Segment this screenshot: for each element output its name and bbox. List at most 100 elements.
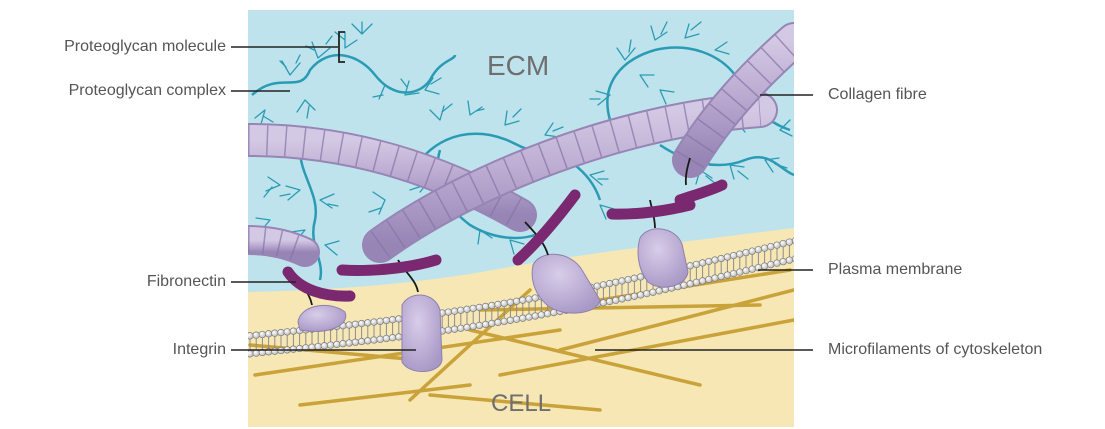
lipid-head (476, 322, 483, 329)
lipid-head (290, 346, 297, 353)
lipid-head (365, 337, 372, 344)
lipid-head (389, 334, 396, 341)
lipid-head (321, 343, 328, 350)
lipid-head (470, 305, 477, 312)
lipid-head (464, 324, 471, 331)
lipid-head (768, 243, 775, 250)
lipid-head (389, 316, 396, 323)
lipid-head (706, 276, 713, 283)
lipid-head (358, 338, 365, 345)
lipid-head (724, 272, 731, 279)
lipid-head (520, 315, 527, 322)
lipid-head (737, 251, 744, 258)
lipid-head (482, 321, 489, 328)
lipid-head (544, 310, 551, 317)
lipid-head (253, 332, 260, 339)
label-collagen-fibre: Collagen fibre (828, 86, 927, 104)
lipid-head (724, 254, 731, 261)
lipid-head (526, 314, 533, 321)
lipid-head (451, 326, 458, 333)
lipid-head (352, 339, 359, 346)
lipid-head (780, 258, 787, 265)
lipid-head (706, 258, 713, 265)
lipid-head (625, 276, 632, 283)
lipid-head (501, 318, 508, 325)
lipid-head (625, 294, 632, 301)
lipid-head (743, 249, 750, 256)
lipid-head (749, 248, 756, 255)
lipid-head (761, 263, 768, 270)
lipid-head (520, 297, 527, 304)
lipid-head (786, 239, 793, 246)
lipid-head (532, 295, 539, 302)
lipid-head (699, 278, 706, 285)
lipid-head (451, 308, 458, 315)
lipid-head (712, 275, 719, 282)
lipid-head (600, 282, 607, 289)
cell-region-label: CELL (491, 390, 551, 418)
lipid-head (749, 266, 756, 273)
lipid-head (532, 313, 539, 320)
lipid-head (346, 340, 353, 347)
lipid-head (613, 279, 620, 286)
lipid-head (272, 330, 279, 337)
lipid-head (513, 316, 520, 323)
lipid-head (476, 304, 483, 311)
lipid-head (681, 282, 688, 289)
lipid-head (272, 348, 279, 355)
ecm-region-label: ECM (487, 50, 549, 82)
lipid-head (606, 280, 613, 287)
lipid-head (247, 350, 254, 357)
lipid-head (718, 273, 725, 280)
lipid-head (619, 296, 626, 303)
label-plasma-membrane: Plasma membrane (828, 261, 962, 279)
lipid-head (730, 270, 737, 277)
label-proteoglycan-complex: Proteoglycan complex (69, 82, 226, 100)
lipid-head (780, 240, 787, 247)
lipid-head (761, 245, 768, 252)
lipid-head (693, 261, 700, 268)
label-fibronectin: Fibronectin (147, 273, 226, 291)
lipid-head (458, 307, 465, 314)
lipid-head (507, 317, 514, 324)
lipid-head (365, 319, 372, 326)
lipid-head (340, 340, 347, 347)
lipid-head (513, 298, 520, 305)
label-proteoglycan-molecule: Proteoglycan molecule (64, 38, 226, 56)
lipid-head (396, 334, 403, 341)
lipid-head (489, 302, 496, 309)
lipid-head (464, 306, 471, 313)
lipid-head (730, 252, 737, 259)
lipid-head (755, 246, 762, 253)
lipid-head (600, 300, 607, 307)
lipid-head (495, 319, 502, 326)
lipid-head (501, 300, 508, 307)
lipid-head (334, 341, 341, 348)
label-integrin: Integrin (173, 341, 226, 359)
lipid-head (445, 309, 452, 316)
lipid-head (606, 298, 613, 305)
lipid-head (259, 331, 266, 338)
lipid-head (253, 350, 260, 357)
lipid-head (383, 317, 390, 324)
lipid-head (786, 257, 793, 264)
lipid-head (699, 260, 706, 267)
lipid-head (792, 255, 799, 262)
lipid-head (594, 283, 601, 290)
lipid-head (737, 269, 744, 276)
lipid-head (613, 297, 620, 304)
lipid-head (247, 332, 254, 339)
lipid-head (644, 290, 651, 297)
label-microfilaments: Microfilaments of cytoskeleton (828, 341, 1042, 359)
lipid-head (743, 267, 750, 274)
lipid-head (489, 320, 496, 327)
lipid-head (693, 279, 700, 286)
lipid-head (538, 312, 545, 319)
lipid-head (358, 320, 365, 327)
lipid-head (327, 342, 334, 349)
integrin (402, 295, 442, 372)
lipid-head (482, 303, 489, 310)
lipid-head (377, 336, 384, 343)
lipid-head (507, 299, 514, 306)
